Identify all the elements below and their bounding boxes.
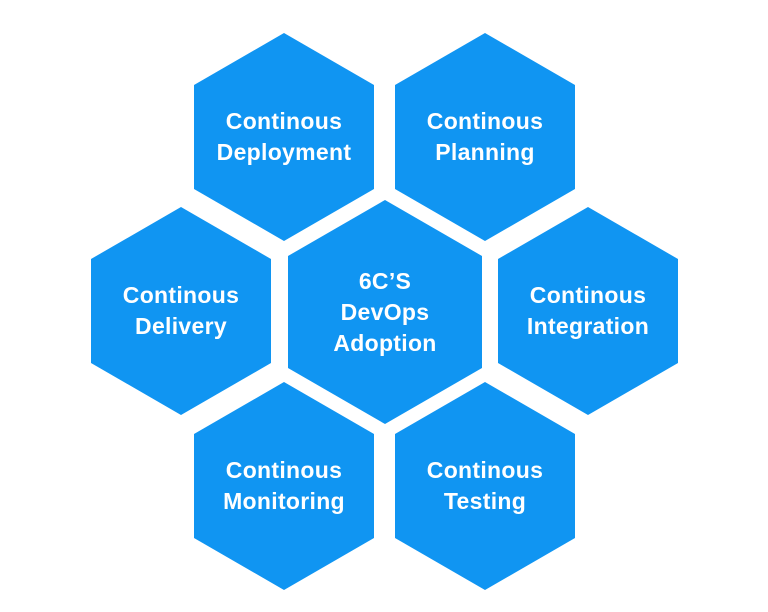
hex-label-continous-planning: Continous Planning bbox=[427, 106, 543, 168]
hex-label-line: 6C’S bbox=[358, 267, 412, 294]
hex-label-line: Testing bbox=[443, 488, 527, 514]
hex-label-line: Continous bbox=[225, 457, 343, 483]
hex-label-line: Continous bbox=[426, 108, 544, 134]
hexagon-continous-integration: Continous Integration bbox=[498, 207, 678, 415]
hex-label-line: Adoption bbox=[333, 329, 437, 356]
hex-label-continous-monitoring: Continous Monitoring bbox=[223, 455, 345, 517]
hexagon-continous-delivery: Continous Delivery bbox=[91, 207, 271, 415]
hex-label-continous-testing: Continous Testing bbox=[427, 455, 543, 517]
hex-label-continous-deployment: Continous Deployment bbox=[217, 106, 352, 168]
hex-label-line: Planning bbox=[435, 139, 535, 165]
hex-label-line: Continous bbox=[225, 108, 343, 134]
hex-label-line: DevOps bbox=[340, 298, 430, 325]
hexagon-continous-monitoring: Continous Monitoring bbox=[194, 382, 374, 590]
hex-label-line: Integration bbox=[526, 313, 650, 339]
hex-label-line: Deployment bbox=[216, 139, 352, 165]
hex-label-continous-integration: Continous Integration bbox=[527, 280, 649, 342]
hexagon-continous-planning: Continous Planning bbox=[395, 33, 575, 241]
hex-label-line: Continous bbox=[426, 457, 544, 483]
hexagon-continous-deployment: Continous Deployment bbox=[194, 33, 374, 241]
hex-label-devops-adoption-hub: 6C’S DevOps Adoption bbox=[333, 266, 436, 359]
hex-label-line: Continous bbox=[122, 282, 240, 308]
hex-label-line: Continous bbox=[529, 282, 647, 308]
hex-label-line: Delivery bbox=[135, 313, 227, 339]
hex-label-continous-delivery: Continous Delivery bbox=[123, 280, 239, 342]
hex-label-line: Monitoring bbox=[223, 488, 345, 514]
hexagon-devops-adoption-hub: 6C’S DevOps Adoption bbox=[288, 200, 482, 424]
hexagon-continous-testing: Continous Testing bbox=[395, 382, 575, 590]
